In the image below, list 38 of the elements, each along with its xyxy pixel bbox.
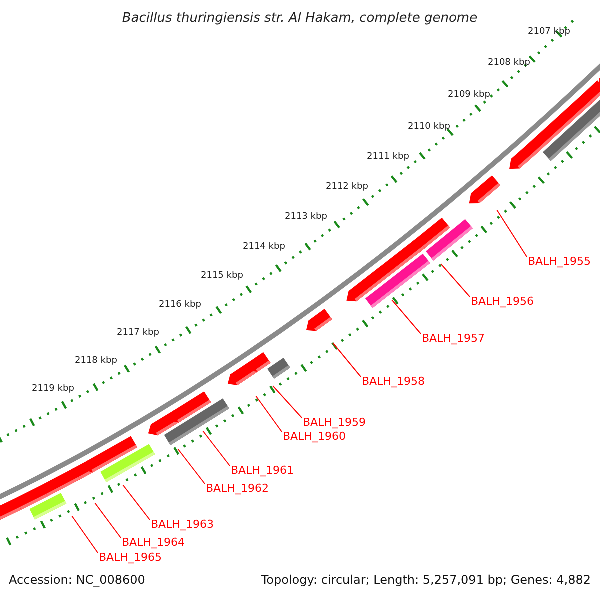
leader-line — [332, 342, 362, 378]
tick-label: 2116 kbp — [159, 299, 202, 311]
footer-text: Accession: NC_008600 — [9, 573, 146, 588]
gene-label: BALH_1960 — [283, 430, 346, 443]
leader-line — [392, 300, 422, 334]
tick-label: 2109 kbp — [448, 89, 490, 101]
gene-label: BALH_1964 — [122, 536, 185, 549]
tick-label: 2117 kbp — [117, 327, 160, 339]
tick-label: 2119 kbp — [32, 383, 74, 395]
leader-line — [178, 448, 206, 484]
gene-label: BALH_1958 — [362, 375, 425, 388]
leader-line — [122, 484, 150, 520]
leader-line — [94, 502, 122, 538]
gene-label: BALH_1961 — [231, 464, 294, 477]
tick-label: 2107 kbp — [528, 26, 570, 38]
gene-label: BALH_1965 — [99, 551, 162, 564]
tick-label: 2112 kbp — [326, 181, 368, 193]
tick-label: 2115 kbp — [201, 270, 244, 282]
footer-text: Topology: circular; Length: 5,257,091 bp; Genes: 4,882 — [261, 573, 591, 588]
tick-label: 2110 kbp — [408, 121, 450, 133]
gene-label: BALH_1962 — [206, 482, 269, 495]
tick-label: 2118 kbp — [75, 355, 118, 367]
gene-label: BALH_1963 — [151, 518, 214, 531]
leader-line — [272, 386, 302, 418]
gene-label: BALH_1955 — [528, 255, 591, 268]
tick-label: 2111 kbp — [367, 151, 410, 163]
title: Bacillus thuringiensis str. Al Hakam, complete genome — [121, 10, 479, 28]
leader-line — [496, 210, 528, 258]
leader-line — [72, 516, 98, 554]
leader-line — [440, 264, 470, 298]
tick-label: 2108 kbp — [488, 57, 530, 69]
tick-label: 2114 kbp — [243, 241, 286, 253]
tick-label: 2113 kbp — [285, 211, 328, 223]
leader-line — [202, 430, 230, 466]
gene-label: BALH_1957 — [422, 332, 485, 345]
gene-label: BALH_1959 — [303, 416, 366, 429]
gene-label: BALH_1956 — [471, 295, 534, 308]
leader-line — [256, 396, 282, 432]
